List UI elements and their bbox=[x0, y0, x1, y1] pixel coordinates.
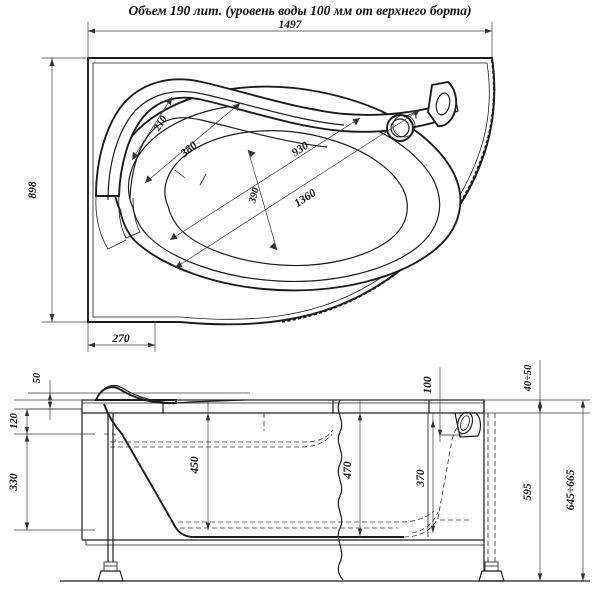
dimension-value-foot-offset: 270 bbox=[111, 333, 130, 345]
dimension-value-depth-head: 450 bbox=[189, 456, 201, 475]
support-leg-right bbox=[478, 413, 505, 582]
dimension-value-rim-thickness: 120 bbox=[9, 412, 20, 429]
drawing-title: Объем 190 лит. (уровень воды 100 мм от в… bbox=[128, 3, 471, 18]
dimension-body-height: 595 bbox=[522, 400, 543, 581]
dimension-apron-height: 330 bbox=[8, 434, 95, 531]
dimension-value-water-level: 100 bbox=[422, 376, 434, 394]
side-section-view: 50 120 330 bbox=[8, 360, 590, 582]
top-view: 1497 898 270 bbox=[27, 19, 496, 352]
dimension-bowl-short: 390 bbox=[247, 149, 278, 251]
break-line bbox=[337, 399, 344, 581]
dimension-value-depth-mid: 470 bbox=[342, 461, 354, 480]
ref-tick-a bbox=[174, 169, 186, 179]
tub-bowl-profile-near bbox=[103, 403, 404, 538]
tub-headrest-curve bbox=[95, 385, 245, 404]
dimension-value-overall-width: 1497 bbox=[279, 19, 303, 31]
support-leg-left bbox=[97, 413, 124, 582]
dimension-depth-head: 450 bbox=[189, 400, 211, 530]
grip-handle bbox=[427, 80, 458, 128]
dimension-depth-foot: 370 bbox=[415, 413, 436, 533]
dimension-total-height: 645÷665 bbox=[565, 400, 586, 581]
dimension-value-total-height: 645÷665 bbox=[565, 469, 577, 510]
dimension-value-depth-foot: 370 bbox=[415, 469, 427, 488]
dimension-value-rim-lip: 50 bbox=[32, 372, 43, 383]
ref-tick-b bbox=[199, 173, 207, 186]
tub-rim-band bbox=[81, 399, 485, 414]
dimension-overall-width: 1497 bbox=[87, 19, 493, 62]
dimension-value-body-height: 595 bbox=[522, 483, 534, 501]
dimension-value-bowl-short: 390 bbox=[247, 186, 262, 206]
tub-apron bbox=[81, 400, 485, 578]
overflow-slot bbox=[441, 411, 482, 438]
dimension-water-level: 100 bbox=[422, 367, 443, 442]
dimension-depth-mid: 470 bbox=[342, 400, 363, 538]
dimension-overall-depth: 898 bbox=[27, 57, 110, 323]
dimension-value-leg-adjust: 40÷50 bbox=[523, 364, 534, 393]
tub-bowl-right-end bbox=[403, 413, 471, 538]
dimension-value-overall-depth: 898 bbox=[27, 181, 39, 199]
dimension-value-apron-height: 330 bbox=[8, 473, 20, 492]
